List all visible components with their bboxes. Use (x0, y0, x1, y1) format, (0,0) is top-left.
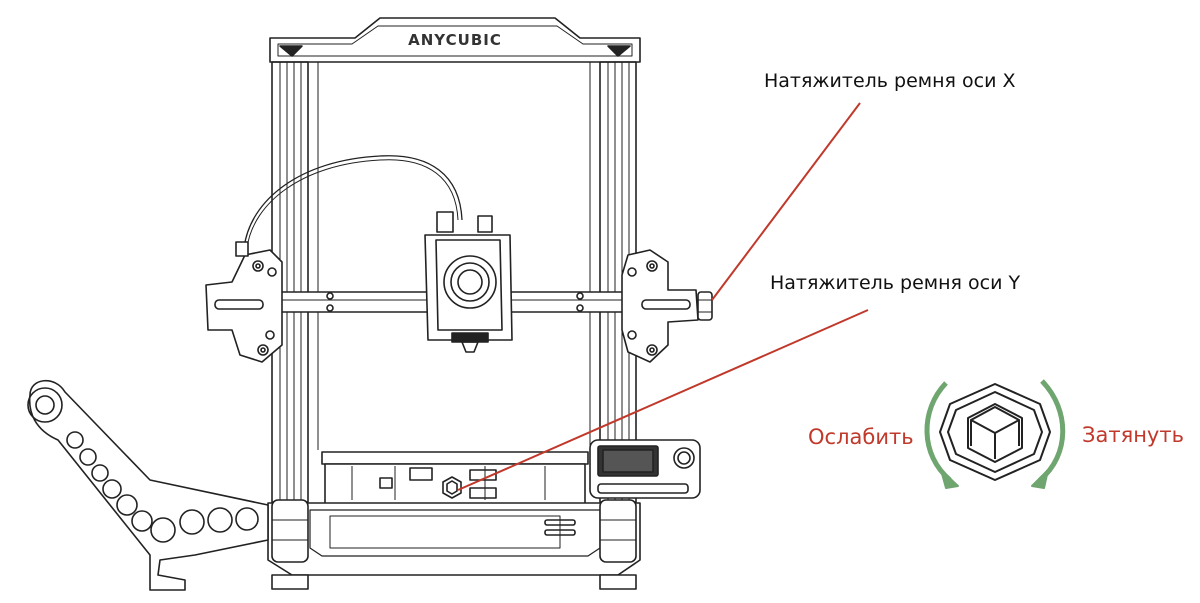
spool-holder-arm (27, 379, 269, 591)
x-belt-tensioner-label: Натяжитель ремня оси X (764, 70, 1016, 92)
x-tensioner-leader-line (711, 102, 861, 301)
printer-base (267, 451, 641, 590)
control-screen (589, 439, 701, 499)
tensioner-knob-detail (924, 379, 1066, 489)
hotend-fan-icon (443, 255, 497, 309)
bowden-tube (243, 155, 463, 249)
control-knob-icon (673, 447, 695, 469)
y-belt-tensioner (442, 476, 462, 499)
y-belt-tensioner-label: Натяжитель ремня оси Y (770, 272, 1021, 294)
hexagon-knob-icon (939, 383, 1051, 481)
loosen-label: Ослабить (808, 425, 914, 449)
x-belt-tensioner (697, 291, 713, 321)
tighten-label: Затянуть (1082, 423, 1184, 447)
brand-logo: ANYCUBIC (408, 31, 502, 49)
print-head (424, 211, 513, 353)
y-tensioner-leader-line (457, 309, 869, 491)
